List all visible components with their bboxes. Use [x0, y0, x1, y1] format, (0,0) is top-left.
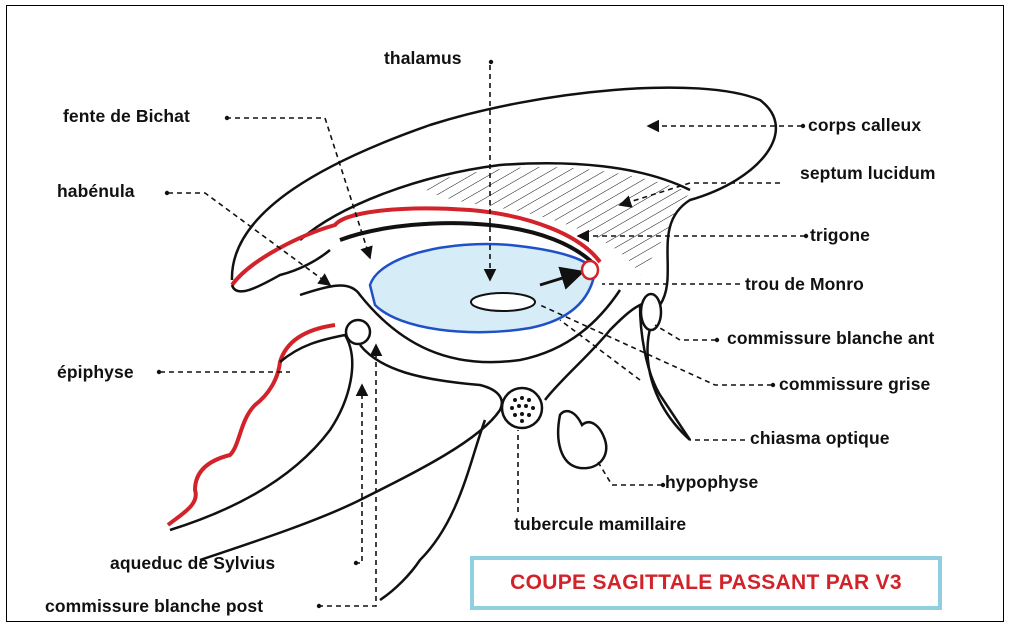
commissure-grise-shape: [471, 293, 535, 311]
label-aqueduc: aqueduc de Sylvius: [110, 553, 275, 573]
label-tubercule-mamillaire: tubercule mamillaire: [514, 514, 686, 534]
leader-habenula: [168, 193, 330, 285]
third-ventricle-shape: [370, 244, 595, 332]
label-hypophyse: hypophyse: [665, 472, 758, 492]
leader-hypophyse: [598, 462, 662, 485]
title-box: COUPE SAGITTALE PASSANT PAR V3: [470, 556, 942, 610]
leader-commissure-blanche-post: [318, 345, 376, 606]
commissure-blanche-ant-shape: [641, 294, 661, 330]
label-septum-lucidum: septum lucidum: [800, 163, 936, 183]
label-habenula: habénula: [57, 181, 135, 201]
label-commissure-blanche-post: commissure blanche post: [45, 596, 263, 616]
brainstem-outline-2: [170, 335, 352, 530]
label-trigone: trigone: [810, 225, 870, 245]
leader-commissure-blanche-ant: [655, 325, 716, 340]
label-corps-calleux: corps calleux: [808, 115, 921, 135]
label-thalamus: thalamus: [384, 48, 462, 68]
leader-aqueduc: [355, 385, 362, 563]
trou-de-monro-shape: [582, 261, 598, 279]
label-trou-de-monro: trou de Monro: [745, 274, 864, 294]
diagram-title: COUPE SAGITTALE PASSANT PAR V3: [510, 571, 902, 595]
label-fente-de-bichat: fente de Bichat: [63, 106, 190, 126]
label-commissure-grise: commissure grise: [779, 374, 930, 394]
label-chiasma-optique: chiasma optique: [750, 428, 890, 448]
epiphyse-shape: [346, 320, 370, 344]
label-epiphyse: épiphyse: [57, 362, 134, 382]
hypophyse-shape: [558, 411, 606, 468]
label-commissure-blanche-ant: commissure blanche ant: [727, 328, 934, 348]
